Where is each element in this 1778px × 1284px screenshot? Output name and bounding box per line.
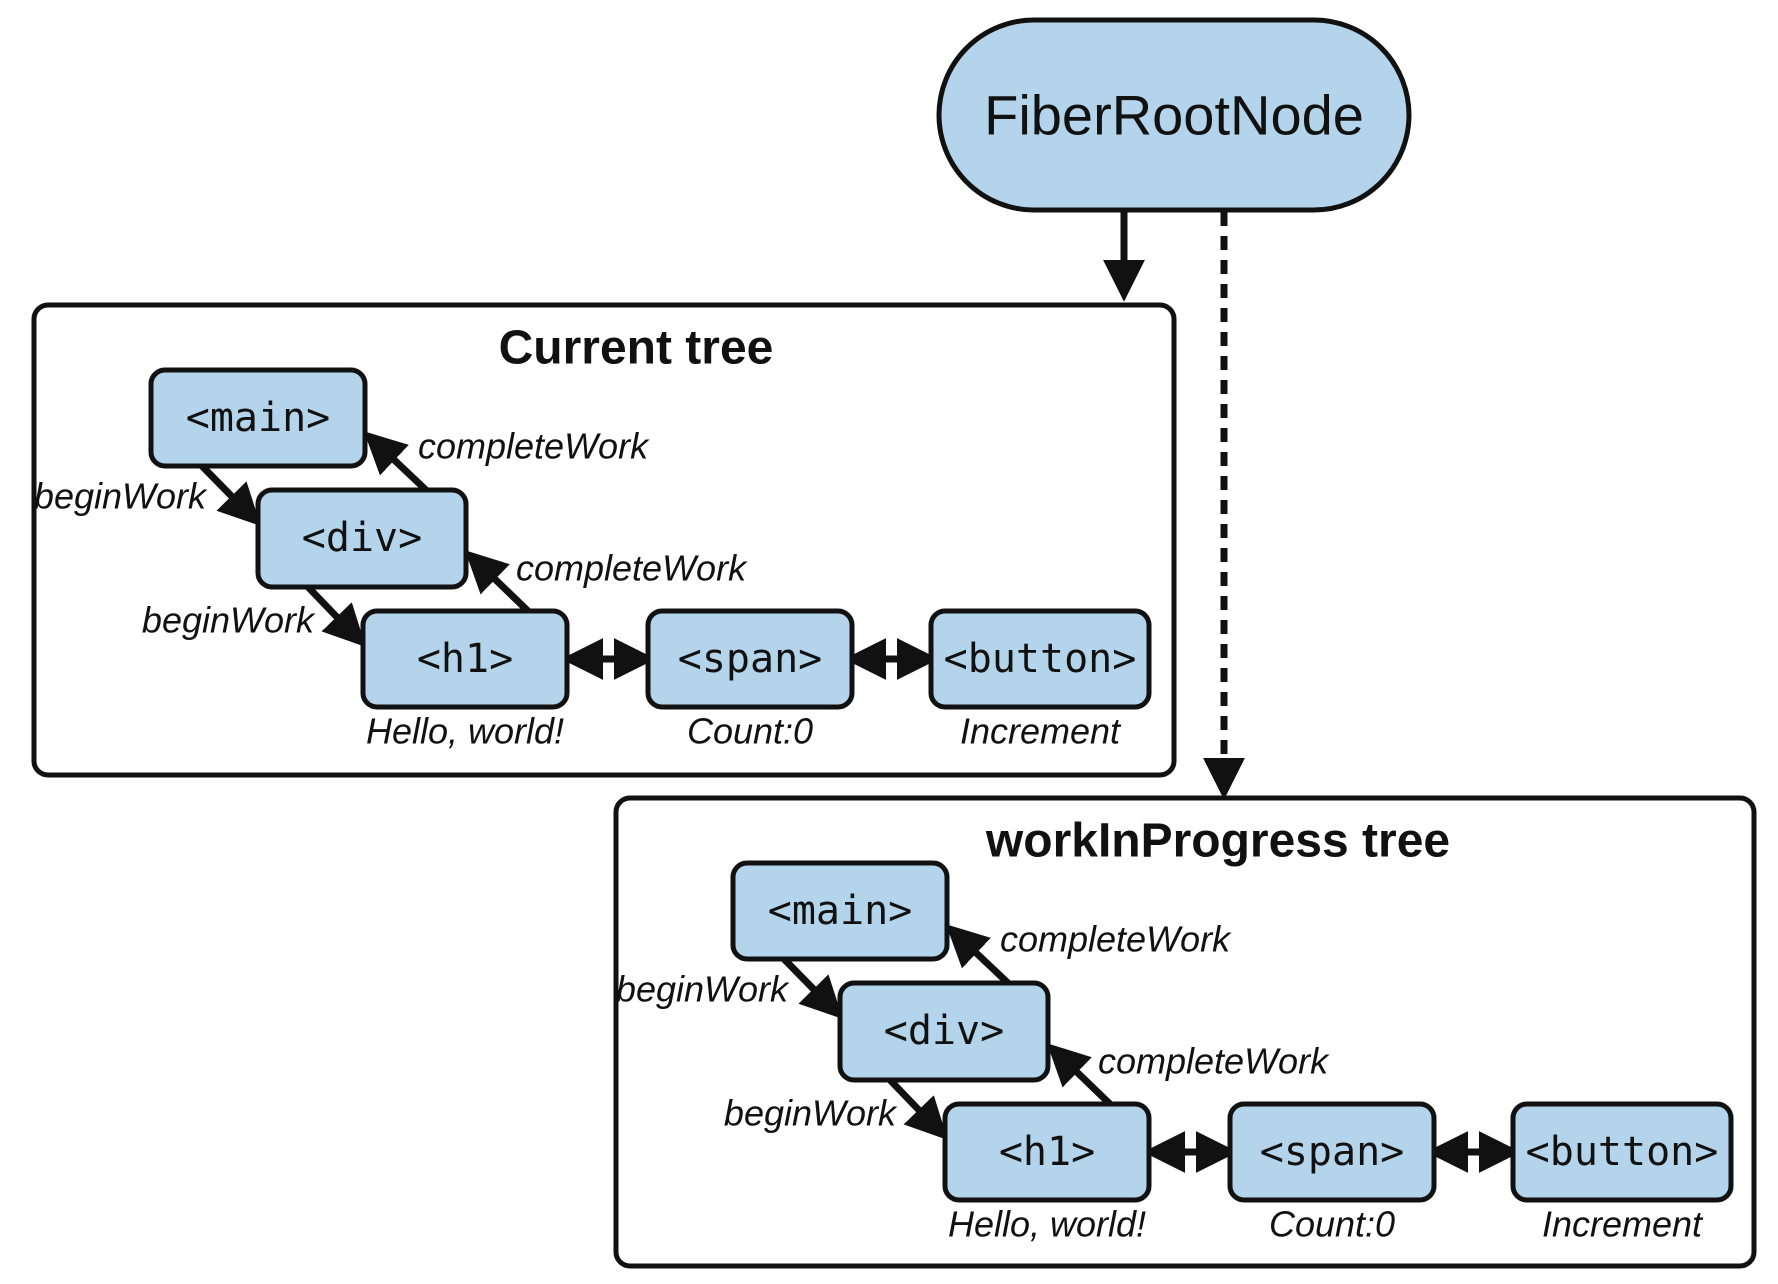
current-h1-div-arrow xyxy=(464,550,531,614)
current-node-button: <button> xyxy=(928,608,1152,710)
current-div-h1-label: beginWork xyxy=(142,600,316,641)
wip-node-h1-label: <h1> xyxy=(999,1129,1095,1175)
current-main-div-arrow xyxy=(199,463,261,526)
current-span-caption: Count:0 xyxy=(687,711,813,752)
wip-node-div: <div> xyxy=(837,980,1051,1083)
wip-div-h1-label: beginWork xyxy=(724,1093,898,1134)
current-node-span-label: <span> xyxy=(678,636,823,682)
current-node-div-label: <div> xyxy=(302,515,422,561)
wip-h1-div-label: completeWork xyxy=(1098,1041,1330,1082)
current-node-span: <span> xyxy=(645,608,855,710)
wip-div-main-label: completeWork xyxy=(1000,919,1232,960)
wip-div-main-arrow xyxy=(945,924,1011,986)
current-tree-panel: Current tree beginWork completeWork begi… xyxy=(31,302,1177,778)
current-div-main-arrow xyxy=(363,431,429,493)
current-node-main: <main> xyxy=(148,367,368,469)
wip-node-h1: <h1> xyxy=(942,1101,1152,1203)
wip-tree-title: workInProgress tree xyxy=(985,815,1450,868)
wip-h1-div-arrow xyxy=(1046,1043,1113,1107)
current-node-button-label: <button> xyxy=(944,636,1137,682)
fiber-root-label: FiberRootNode xyxy=(984,84,1364,147)
wip-button-caption: Increment xyxy=(1542,1204,1704,1245)
current-tree-title: Current tree xyxy=(499,322,774,375)
wip-main-div-label: beginWork xyxy=(616,969,790,1010)
current-node-main-label: <main> xyxy=(186,395,331,441)
wip-node-main-label: <main> xyxy=(768,888,913,934)
wip-h1-caption: Hello, world! xyxy=(948,1204,1146,1245)
current-node-h1: <h1> xyxy=(360,608,570,710)
fiber-root-node: FiberRootNode xyxy=(936,17,1412,213)
current-div-h1-arrow xyxy=(305,584,366,648)
wip-node-div-label: <div> xyxy=(884,1008,1004,1054)
wip-span-caption: Count:0 xyxy=(1269,1204,1395,1245)
wip-main-div-arrow xyxy=(781,956,843,1019)
current-node-div: <div> xyxy=(255,487,469,590)
wip-tree-panel: workInProgress tree beginWork completeWo… xyxy=(613,795,1757,1269)
wip-node-main: <main> xyxy=(730,860,950,962)
current-h1-div-label: completeWork xyxy=(516,548,748,589)
wip-node-button-label: <button> xyxy=(1526,1129,1719,1175)
wip-node-span-label: <span> xyxy=(1260,1129,1405,1175)
wip-node-button: <button> xyxy=(1510,1101,1734,1203)
current-button-caption: Increment xyxy=(960,711,1122,752)
current-node-h1-label: <h1> xyxy=(417,636,513,682)
wip-node-span: <span> xyxy=(1227,1101,1437,1203)
wip-div-h1-arrow xyxy=(887,1077,948,1141)
current-div-main-label: completeWork xyxy=(418,426,650,467)
current-main-div-label: beginWork xyxy=(34,476,208,517)
current-h1-caption: Hello, world! xyxy=(366,711,564,752)
